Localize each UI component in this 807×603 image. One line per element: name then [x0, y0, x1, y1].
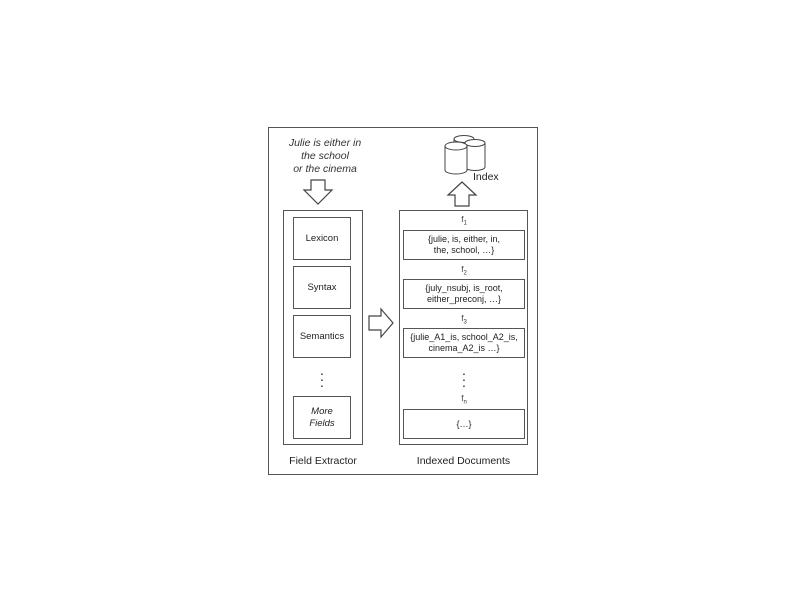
field-label-f1: f1: [461, 215, 467, 227]
arrow-up-icon: [446, 181, 478, 207]
field-lexicon: Lexicon: [293, 217, 351, 260]
arrow-right-icon: [368, 307, 394, 339]
database-icon: [444, 135, 486, 175]
field-label-fn: fn: [461, 394, 467, 406]
index-label: Index: [473, 171, 499, 183]
arrow-down-icon: [302, 179, 334, 205]
diagram-frame: [268, 127, 538, 475]
field-semantics: Semantics: [293, 315, 351, 358]
doc-field-f3: {julie_A1_is, school_A2_is, cinema_A2_is…: [403, 328, 525, 358]
field-label-f3: f3: [461, 314, 467, 326]
field-syntax: Syntax: [293, 266, 351, 309]
indexed-documents-caption: Indexed Documents: [416, 455, 511, 467]
doc-field-fn: {…}: [403, 409, 525, 439]
ellipsis-dots: ···: [461, 365, 467, 393]
input-sentence: Julie is either in the school or the cin…: [288, 137, 362, 175]
field-extractor-panel: [283, 210, 363, 445]
field-label-f2: f2: [461, 265, 467, 277]
indexed-documents-panel: [399, 210, 528, 445]
ellipsis-dots: ···: [319, 365, 325, 393]
field-extractor-caption: Field Extractor: [289, 455, 357, 467]
field-more-fields: More Fields: [293, 396, 351, 439]
doc-field-f1: {julie, is, either, in, the, school, …}: [403, 230, 525, 260]
doc-field-f2: {july_nsubj, is_root, either_preconj, …}: [403, 279, 525, 309]
